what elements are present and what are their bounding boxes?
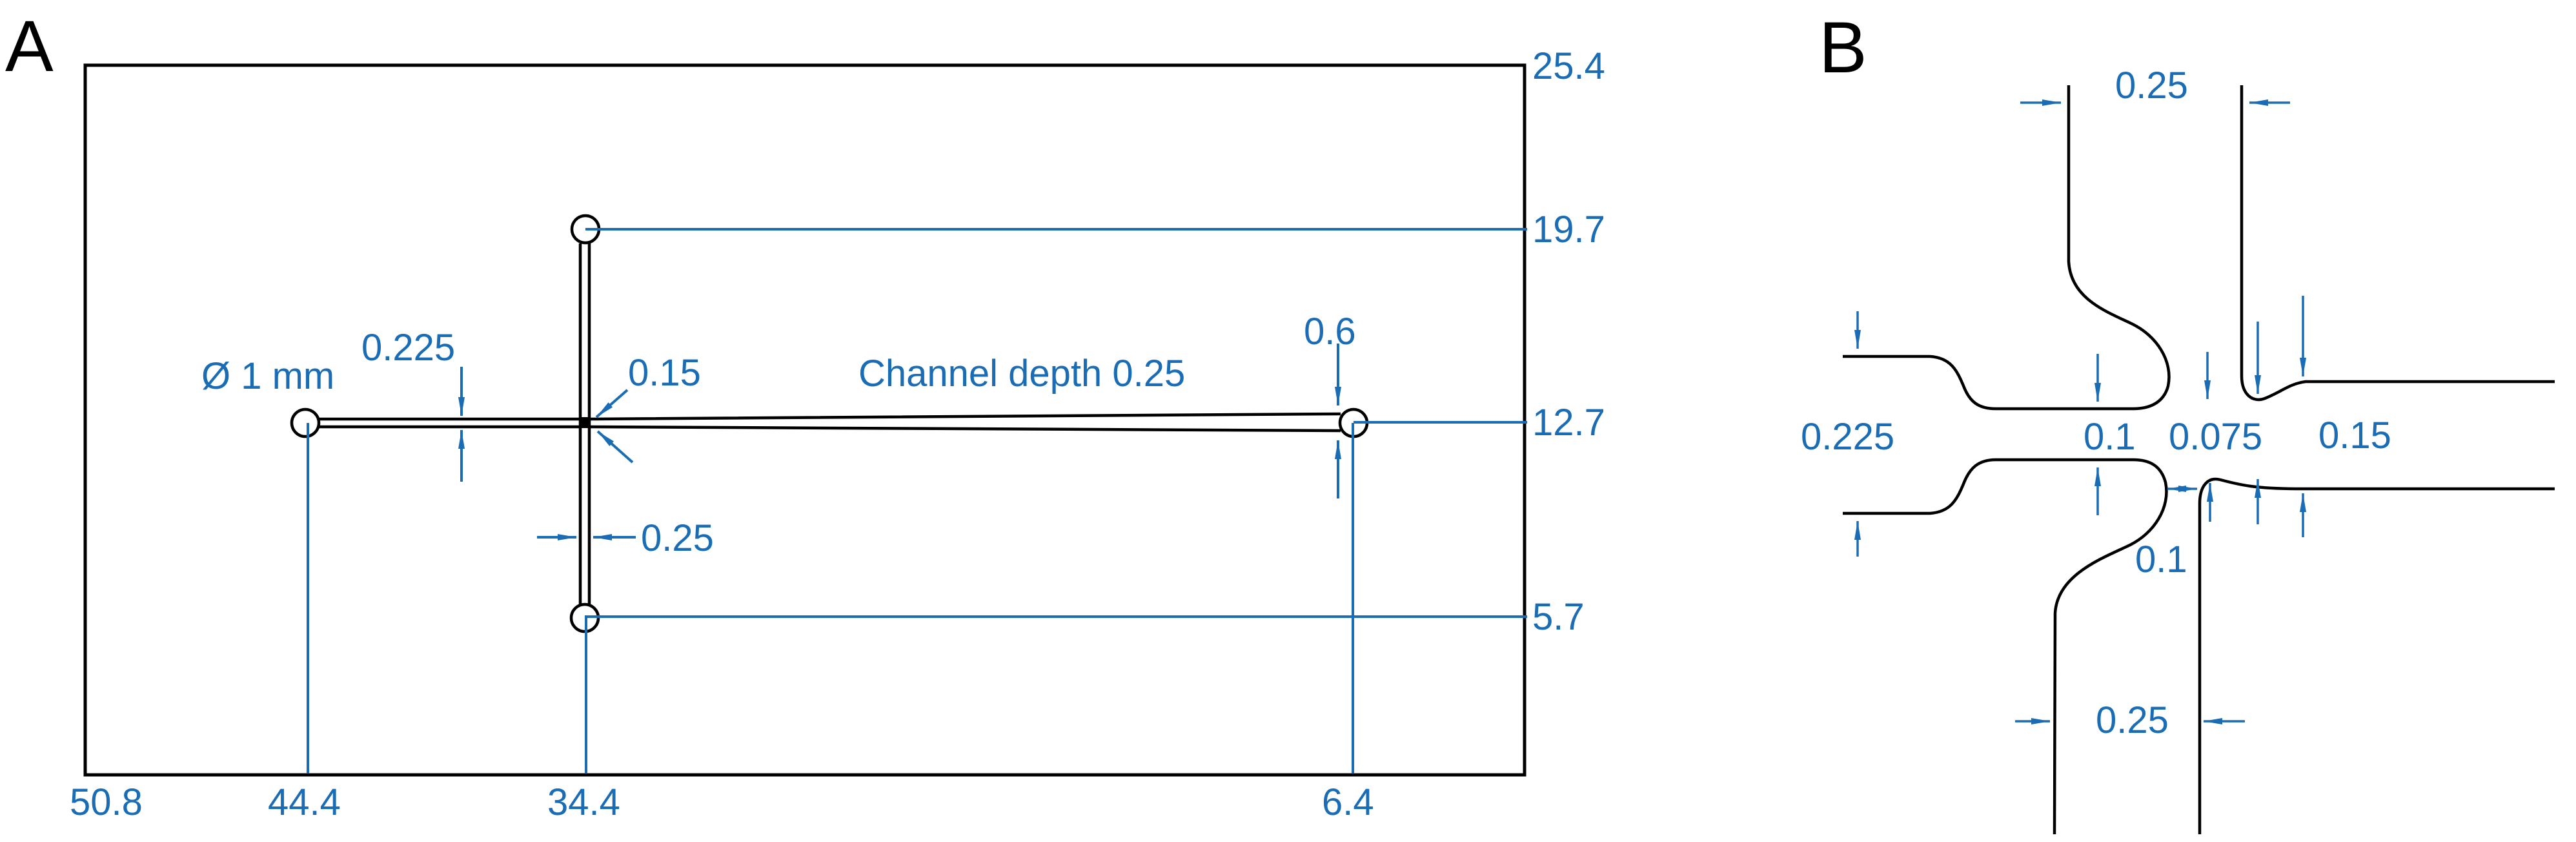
dim-label-06: 0.6 — [1304, 311, 1356, 353]
panel-a: A Ø 1 mm 0.225 0.15 — [5, 6, 1605, 823]
panel-b: B 0.25 0.225 0.1 0.075 0.15 — [1801, 7, 2555, 835]
left-channel-walls — [319, 417, 580, 429]
dim-label-b-01: 0.1 — [2084, 416, 2136, 458]
chip-outline — [83, 63, 1526, 777]
panel-b-label: B — [1819, 7, 1867, 88]
dim-label-b-top-025: 0.25 — [2115, 65, 2188, 107]
wall-lower-left — [1843, 458, 2168, 835]
junction-node — [579, 417, 591, 428]
arrow-015-upper — [595, 389, 629, 418]
outlet-channel-walls — [590, 412, 1341, 433]
wall-upper-left — [1843, 85, 2171, 411]
inlet-port-left — [290, 407, 321, 438]
dim-label-b-01-lower: 0.1 — [2135, 539, 2187, 580]
panel-a-label: A — [5, 6, 54, 87]
arrow-015-lower — [596, 430, 634, 464]
dim-label-025a: 0.25 — [641, 517, 714, 559]
dim-label-254: 25.4 — [1532, 45, 1605, 87]
dim-label-64: 6.4 — [1322, 781, 1374, 823]
port-diameter-label: Ø 1 mm — [201, 355, 334, 397]
dim-label-444: 44.4 — [268, 781, 341, 823]
dim-label-b-0225: 0.225 — [1801, 416, 1894, 458]
dim-label-508: 50.8 — [70, 781, 143, 823]
dim-label-197: 19.7 — [1532, 209, 1605, 251]
dim-label-344: 34.4 — [547, 781, 620, 823]
dim-label-57: 5.7 — [1532, 596, 1585, 638]
channel-depth-label: Channel depth 0.25 — [858, 353, 1185, 395]
dim-label-015: 0.15 — [628, 352, 701, 394]
dim-label-127: 12.7 — [1532, 402, 1605, 444]
wall-upper-right — [2240, 85, 2555, 402]
dim-label-b-015: 0.15 — [2318, 415, 2391, 457]
dim-label-b-bottom-025: 0.25 — [2096, 699, 2169, 741]
dim-label-0225: 0.225 — [361, 327, 455, 369]
dim-label-b-0075: 0.075 — [2169, 416, 2262, 458]
wall-lower-right — [2198, 477, 2555, 834]
